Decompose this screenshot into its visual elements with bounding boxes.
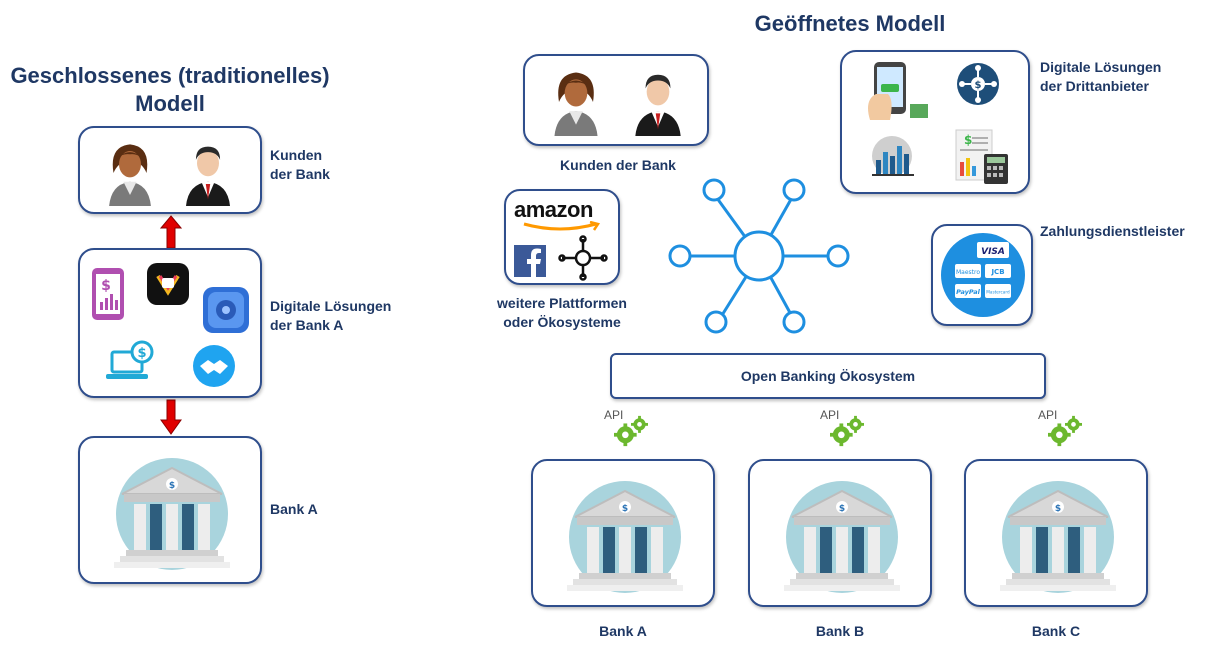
svg-text:$: $ bbox=[975, 80, 982, 91]
closed-digital-label: Digitale Lösungen der Bank A bbox=[270, 297, 391, 335]
ecosystem-bar: Open Banking Ökosystem bbox=[610, 353, 1046, 399]
bank-building-icon bbox=[555, 477, 695, 597]
closed-digital-box: $ $ bbox=[78, 248, 262, 398]
mastercard-card-label: Mastercard bbox=[986, 290, 1010, 295]
closed-customers-label-line1: Kunden bbox=[270, 147, 323, 163]
down-arrow-icon bbox=[160, 399, 182, 435]
woman-customer-icon bbox=[102, 140, 158, 206]
open-bank-a-label: Bank A bbox=[599, 623, 647, 639]
closed-model-title-line2: Modell bbox=[135, 91, 205, 116]
api-label: API bbox=[820, 408, 840, 422]
open-bank-c-box bbox=[964, 459, 1148, 607]
platforms-box: amazon bbox=[504, 189, 620, 285]
third-party-label: Digitale Lösungen der Drittanbieter bbox=[1040, 58, 1161, 96]
gears-icon bbox=[1046, 414, 1084, 448]
closed-customers-label: Kunden der Bank bbox=[270, 146, 330, 184]
open-bank-a-box bbox=[531, 459, 715, 607]
network-money-icon: $ bbox=[957, 63, 999, 105]
closed-model-title: Geschlossenes (traditionelles) Modell bbox=[0, 62, 340, 118]
third-party-label-line1: Digitale Lösungen bbox=[1040, 59, 1162, 75]
platforms-label-line1: weitere Plattformen bbox=[497, 295, 627, 311]
third-party-box: $ $ bbox=[840, 50, 1030, 194]
payment-cards-icon: VISA Maestro JCB PayPal Mastercard bbox=[941, 233, 1025, 317]
api-label: API bbox=[1038, 408, 1058, 422]
mobile-payment-icon: $ bbox=[92, 268, 124, 320]
payment-box: VISA Maestro JCB PayPal Mastercard bbox=[931, 224, 1033, 326]
paypal-card-label: PayPal bbox=[956, 288, 981, 296]
payment-label: Zahlungsdienstleister bbox=[1040, 223, 1185, 239]
up-arrow-icon bbox=[160, 215, 182, 249]
bar-chart-icon bbox=[872, 136, 914, 176]
open-model-title: Geöffnetes Modell bbox=[754, 11, 946, 36]
closed-customers-label-line2: der Bank bbox=[270, 166, 330, 182]
platforms-label-line2: oder Ökosysteme bbox=[503, 314, 621, 330]
closed-customers-box bbox=[78, 126, 262, 214]
camera-app-icon bbox=[203, 287, 249, 333]
handshake-icon bbox=[193, 345, 235, 387]
api-badge-c: API bbox=[1038, 408, 1084, 448]
network-node-icon bbox=[558, 235, 608, 281]
laptop-money-icon: $ bbox=[106, 340, 154, 379]
wallet-app-icon bbox=[147, 263, 189, 305]
closed-digital-label-line2: der Bank A bbox=[270, 317, 344, 333]
closed-digital-label-line1: Digitale Lösungen bbox=[270, 298, 392, 314]
bank-building-icon bbox=[772, 477, 912, 597]
phone-payment-icon bbox=[868, 62, 928, 120]
open-bank-b-box bbox=[748, 459, 932, 607]
svg-text:$: $ bbox=[101, 278, 111, 294]
api-badge-a: API bbox=[604, 408, 650, 448]
bank-building-icon bbox=[102, 454, 242, 574]
amazon-smile-icon bbox=[523, 221, 601, 231]
visa-card-label: VISA bbox=[981, 247, 1005, 257]
api-badge-b: API bbox=[820, 408, 866, 448]
amazon-logo: amazon bbox=[514, 197, 593, 222]
bank-building-icon bbox=[988, 477, 1128, 597]
woman-customer-icon bbox=[547, 68, 605, 136]
facebook-icon bbox=[514, 245, 546, 277]
platforms-label: weitere Plattformen oder Ökosysteme bbox=[452, 294, 672, 332]
open-bank-c-label: Bank C bbox=[1031, 623, 1081, 639]
jcb-card-label: JCB bbox=[990, 268, 1004, 276]
gears-icon bbox=[612, 414, 650, 448]
maestro-card-label: Maestro bbox=[956, 269, 980, 276]
closed-model-title-line1: Geschlossenes (traditionelles) bbox=[10, 63, 330, 88]
open-customers-label: Kunden der Bank bbox=[560, 157, 676, 173]
svg-text:$: $ bbox=[964, 133, 972, 147]
open-customers-box bbox=[523, 54, 709, 146]
open-bank-b-label: Bank B bbox=[815, 623, 865, 639]
calculator-report-icon: $ bbox=[955, 129, 1008, 184]
gears-icon bbox=[828, 414, 866, 448]
svg-text:$: $ bbox=[137, 346, 146, 361]
man-customer-icon bbox=[629, 68, 687, 136]
third-party-label-line2: der Drittanbieter bbox=[1040, 78, 1149, 94]
api-label: API bbox=[604, 408, 624, 422]
closed-bank-label: Bank A bbox=[270, 501, 318, 517]
closed-bank-box bbox=[78, 436, 262, 584]
man-customer-icon bbox=[180, 140, 236, 206]
ecosystem-label: Open Banking Ökosystem bbox=[740, 367, 916, 384]
ecosystem-hub-icon bbox=[668, 178, 850, 334]
